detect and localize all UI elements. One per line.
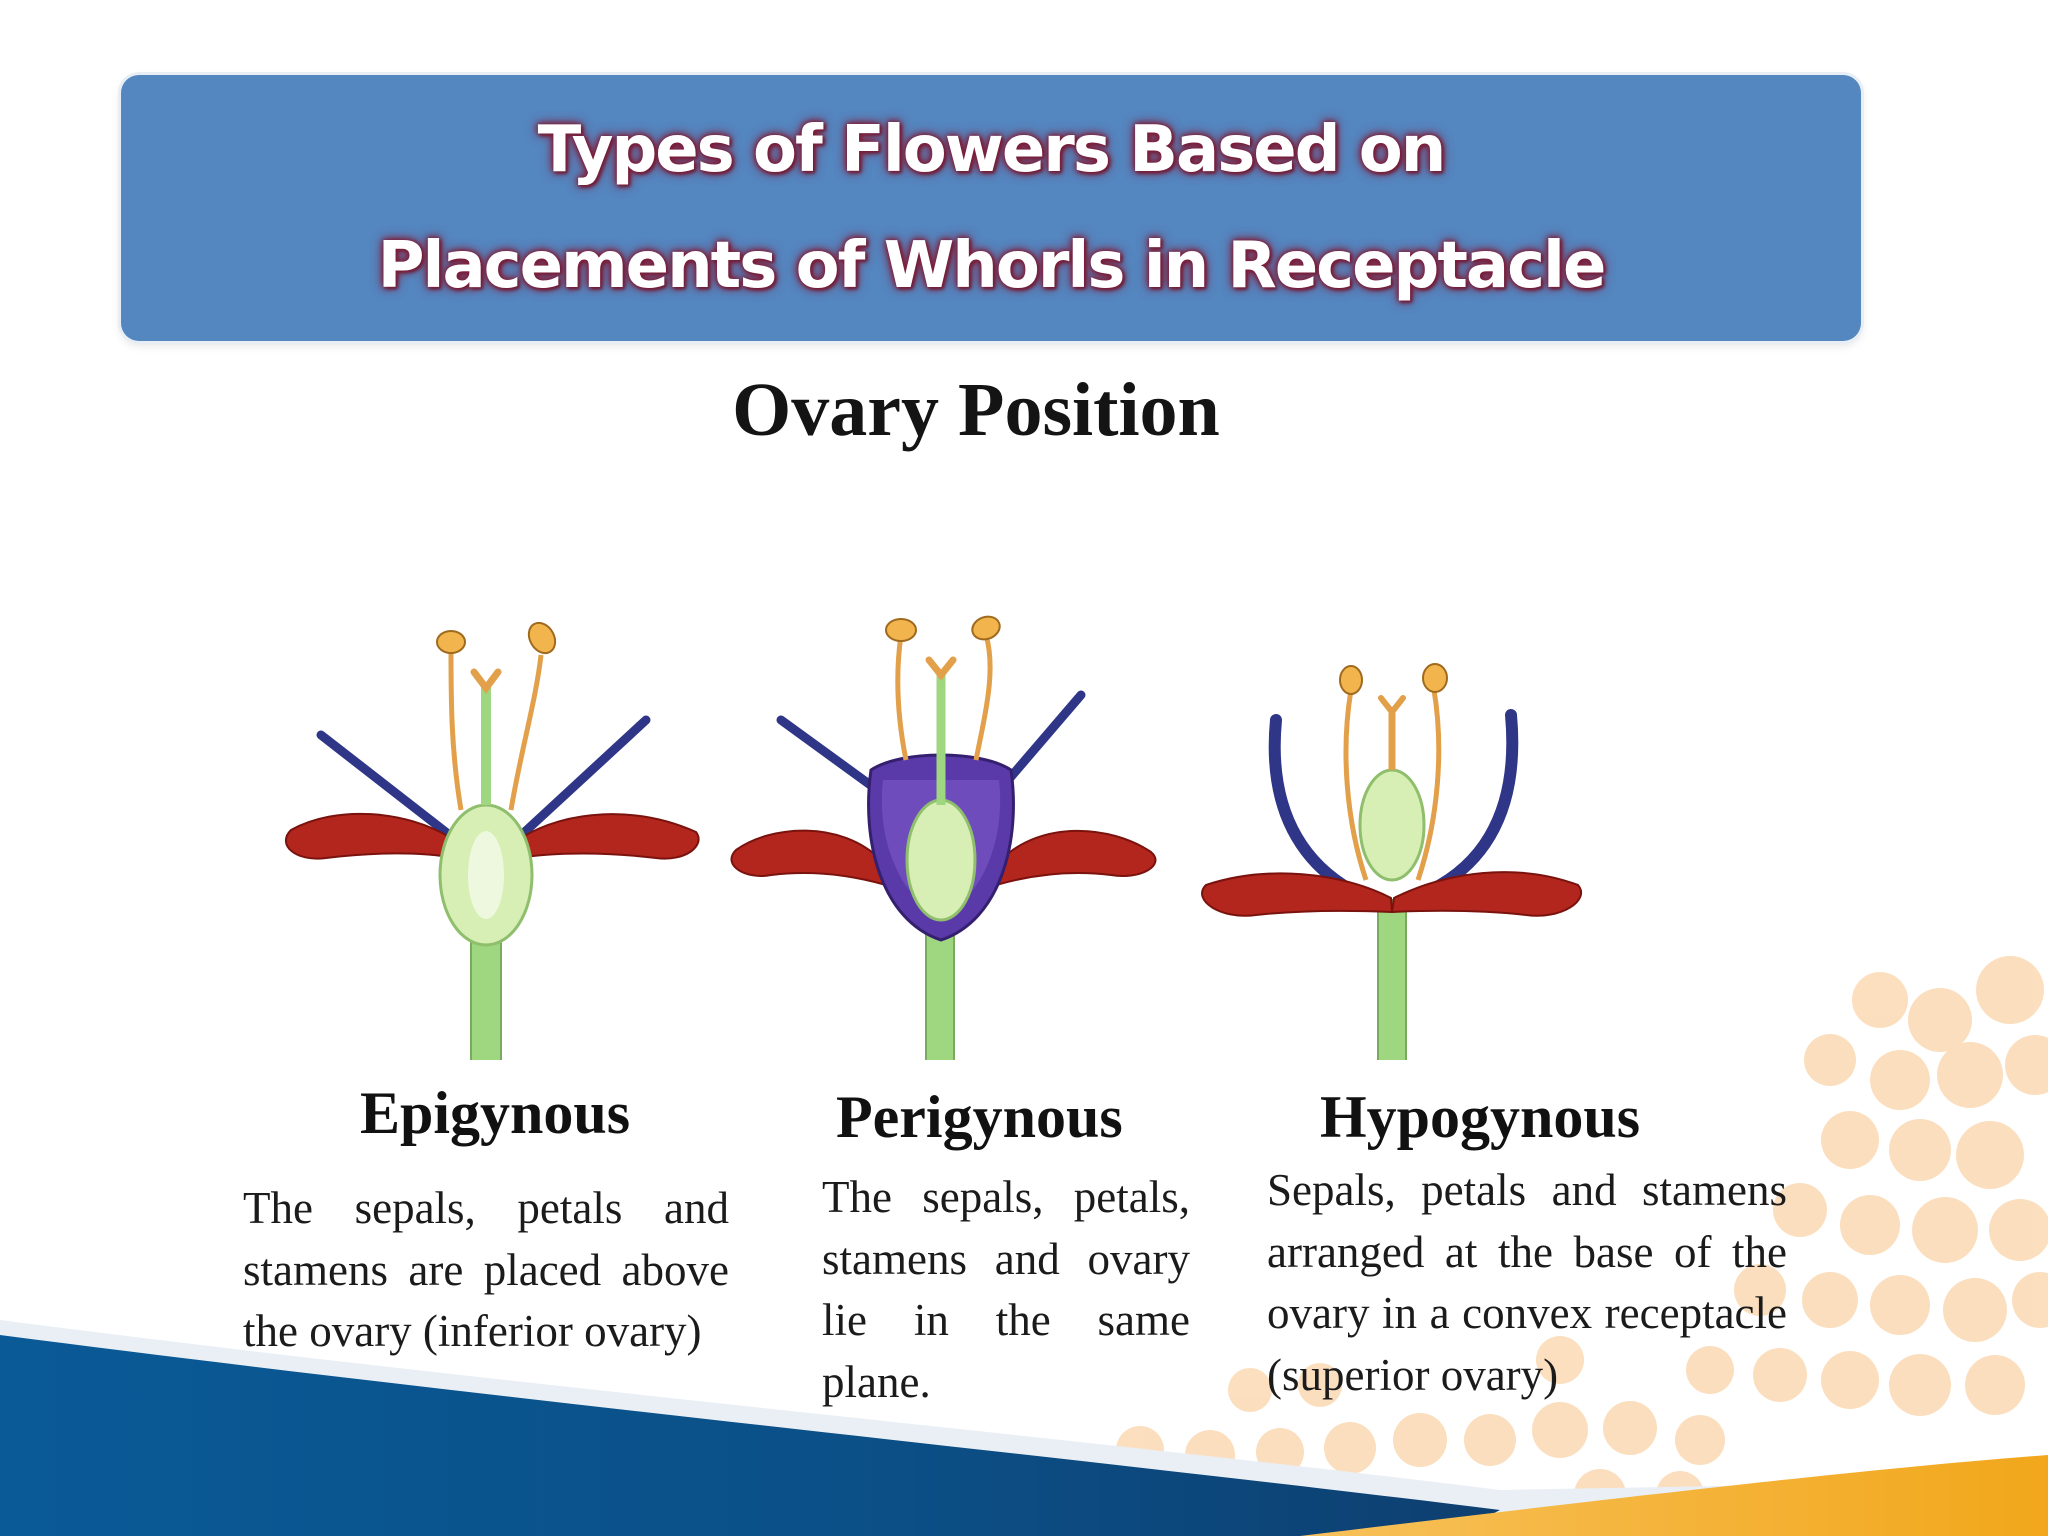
title-line-1: Types of Flowers Based on (537, 113, 1447, 187)
label-hypogynous: Hypogynous (1320, 1084, 1641, 1150)
description-perigynous: The sepals, petals, stamens and ovary li… (822, 1172, 1190, 1407)
title-line-2: Placements of Whorls in Receptacle (377, 229, 1607, 303)
figure-heading: Ovary Position (732, 368, 1220, 452)
perigynous-flower-image (730, 615, 1157, 1060)
description-hypogynous: Sepals, petals and stamens arranged at t… (1267, 1165, 1787, 1400)
title-banner: Types of Flowers Based on Placements of … (121, 75, 1861, 341)
epigynous-flower-image (284, 621, 700, 1060)
description-epigynous: The sepals, petals and stamens are place… (243, 1183, 729, 1356)
flower-illustrations (284, 615, 1582, 1060)
label-epigynous: Epigynous (360, 1080, 631, 1146)
hypogynous-flower-image (1201, 663, 1582, 1060)
label-perigynous: Perigynous (836, 1084, 1123, 1150)
